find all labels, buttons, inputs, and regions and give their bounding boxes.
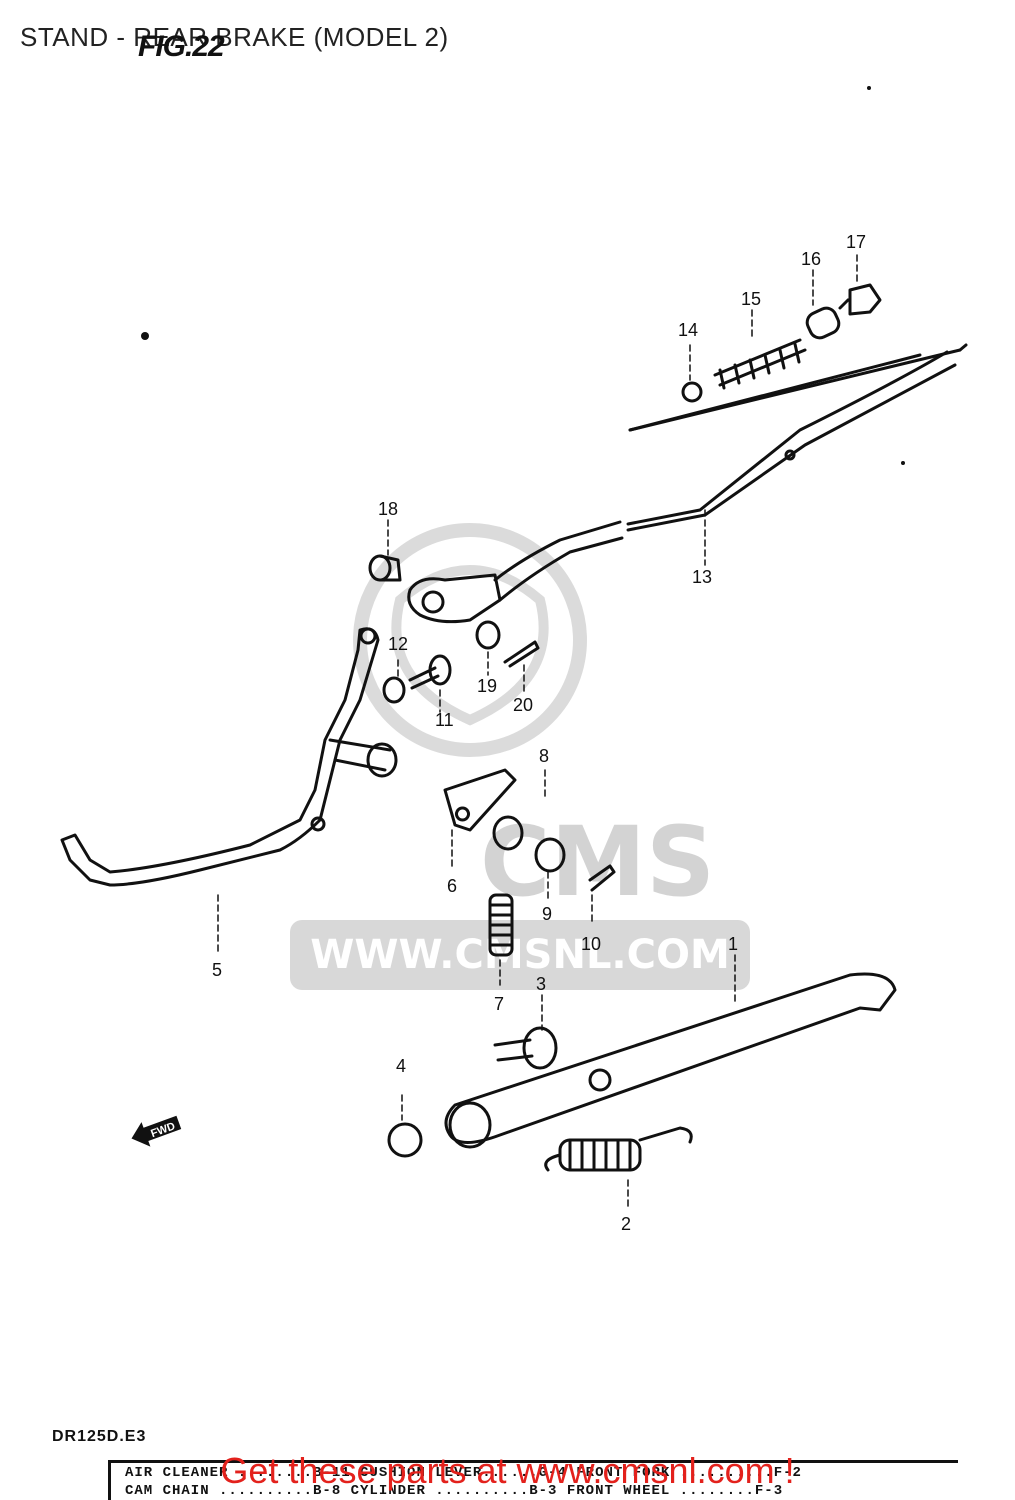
cotter-pin-10 [588, 864, 616, 892]
brake-rod [493, 343, 968, 602]
callout-6: 6 [447, 876, 457, 896]
watermark-logo: CMS [480, 806, 715, 918]
callout-18: 18 [378, 499, 398, 519]
callout-9: 9 [542, 904, 552, 924]
callout-11: 11 [435, 710, 454, 730]
rod-joint [407, 573, 502, 624]
index-row: CAM CHAIN ..........B-8 CYLINDER .......… [125, 1483, 784, 1499]
nut-4 [387, 1122, 423, 1158]
bolt-17 [838, 283, 882, 316]
spring-7 [488, 893, 514, 957]
callout-15: 15 [741, 289, 761, 309]
washer-19 [475, 620, 501, 650]
cotter-pin-20 [503, 640, 540, 668]
callout-16: 16 [801, 249, 821, 269]
nut-16 [805, 306, 841, 340]
page-title: STAND - REAR BRAKE (MODEL 2) [20, 22, 449, 52]
callout-5: 5 [212, 960, 222, 980]
leader-lines [217, 254, 858, 1211]
callout-7: 7 [494, 994, 504, 1014]
callout-19: 19 [477, 676, 497, 696]
cms-watermark: CMS WWW.CMSNL.COM [290, 523, 750, 990]
callout-20: 20 [513, 695, 533, 715]
model-code: DR125D.E3 [52, 1428, 147, 1445]
callout-3: 3 [536, 974, 546, 994]
callout-4: 4 [396, 1056, 406, 1076]
callout-10: 10 [581, 934, 601, 954]
section-index-table: AIR CLEANER ........B-11 CUSHION LEVER..… [108, 1460, 958, 1500]
pin-18 [368, 554, 402, 582]
cta-link[interactable]: Get these parts at www.cmsnl.com ! [220, 1450, 795, 1491]
index-row: AIR CLEANER ........B-11 CUSHION LEVER..… [125, 1465, 802, 1481]
callout-8: 8 [539, 746, 549, 766]
callout-numbers: 1 2 3 4 5 6 7 8 9 10 11 12 13 14 15 16 1… [212, 232, 866, 1234]
bolt-11 [408, 654, 452, 690]
fwd-arrow: FWD [131, 1115, 182, 1147]
brake-pedal [60, 627, 398, 887]
figure-label: FIG.22 [138, 30, 225, 63]
collar-12 [382, 676, 406, 704]
washer-8 [492, 815, 524, 851]
callout-17: 17 [846, 232, 866, 252]
spring-15 [713, 338, 807, 390]
callout-2: 2 [621, 1214, 631, 1234]
side-stand [444, 972, 897, 1149]
callout-13: 13 [692, 567, 712, 587]
clip-9 [534, 837, 566, 873]
callout-1: 1 [728, 934, 738, 954]
callout-14: 14 [678, 320, 698, 340]
watermark-url: WWW.CMSNL.COM [310, 932, 730, 978]
svg-text:FWD: FWD [149, 1120, 177, 1140]
plate-6 [443, 768, 517, 832]
spring-2 [544, 1126, 693, 1172]
callout-12: 12 [388, 634, 408, 654]
washer-14 [681, 381, 703, 403]
bolt-3 [493, 1026, 558, 1070]
